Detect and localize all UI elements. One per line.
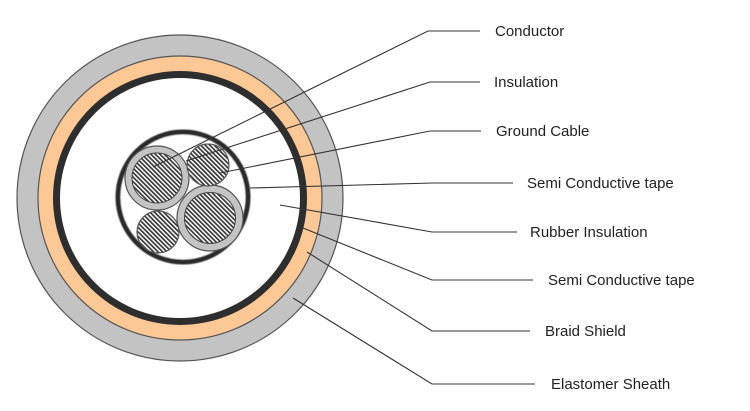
leader-line-insulation	[185, 81, 480, 162]
leader-line-elastomer-sheath	[292, 297, 535, 385]
leader-line-braid-shield	[306, 251, 530, 332]
leader-line-conductor	[152, 30, 480, 168]
label-elastomer-sheath: Elastomer Sheath	[551, 376, 670, 393]
leader-line-semi-conductive-tape-inner	[249, 182, 513, 189]
label-insulation: Insulation	[494, 74, 558, 91]
leader-line-ground-cable	[219, 130, 481, 174]
conductor-core	[184, 192, 236, 244]
label-semi-conductive-tape-inner: Semi Conductive tape	[527, 175, 674, 192]
inner-bundle	[115, 129, 251, 265]
label-rubber-insulation: Rubber Insulation	[530, 224, 648, 241]
leader-line-rubber-insulation	[279, 204, 517, 233]
leader-lines	[152, 30, 535, 385]
label-ground-cable: Ground Cable	[496, 123, 589, 140]
label-conductor: Conductor	[495, 23, 564, 40]
ground-cable-core	[136, 210, 180, 254]
ground-cable-core	[186, 143, 230, 187]
label-semi-conductive-tape-outer: Semi Conductive tape	[548, 272, 695, 289]
label-braid-shield: Braid Shield	[545, 323, 626, 340]
labels: Conductor Insulation Ground Cable Semi C…	[494, 23, 695, 393]
leader-line-semi-conductive-tape-outer	[302, 227, 533, 281]
insulated-conductor	[124, 145, 190, 211]
conductor-core	[131, 152, 183, 204]
insulated-conductor	[176, 184, 244, 252]
